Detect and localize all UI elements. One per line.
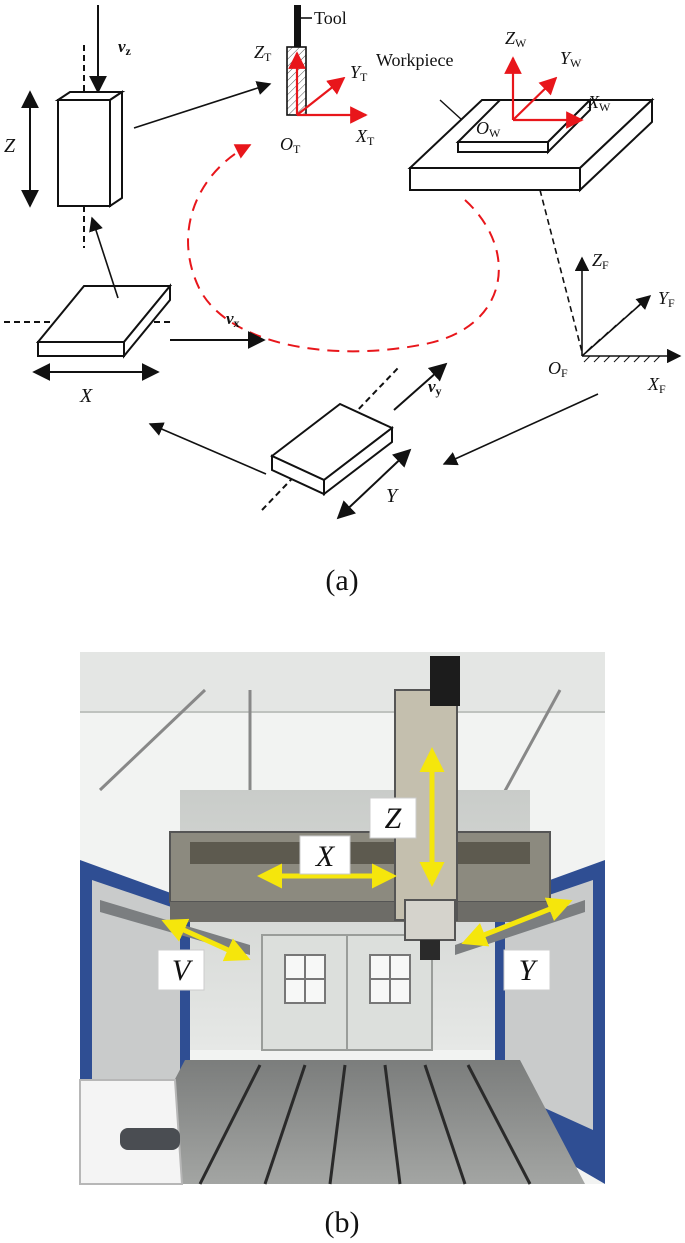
y-axis-block [261, 362, 448, 520]
machine-z-label: Z [385, 802, 402, 835]
xf-label: XF [647, 374, 666, 396]
z-label-box [369, 797, 417, 839]
panel-a-diagram: vz Z Tool ZT YT XT OT [4, 5, 682, 597]
x-label-box [299, 835, 351, 875]
panel-b-photo: Z X V Y [79, 652, 605, 1185]
xw-label: XW [587, 92, 611, 114]
vy-label: vy [428, 377, 442, 398]
yw-label: YW [560, 48, 582, 70]
spindle-head [404, 899, 456, 941]
frame-to-y-arrow [442, 393, 599, 466]
zw-label: ZW [505, 28, 527, 50]
v-motion-arrow [161, 918, 251, 962]
of-label: OF [548, 358, 568, 380]
z-to-tool-arrow [133, 81, 272, 129]
workpiece-frame [504, 56, 584, 129]
y-axis-label: Y [386, 485, 399, 507]
machine-axis-arrows [161, 747, 573, 962]
tool [286, 5, 368, 124]
zt-label: ZT [254, 42, 272, 64]
caption-a: (a) [325, 564, 358, 597]
y-travel-arrow [336, 448, 412, 520]
ot-label: OT [280, 134, 301, 156]
v-label-box [157, 949, 205, 991]
y-motion-arrow [461, 897, 573, 947]
x-axis-block [4, 283, 266, 381]
fixed-frame [574, 256, 682, 364]
vx-label: vx [226, 309, 240, 330]
workpiece-table [407, 97, 655, 193]
x-to-z-arrow [89, 216, 119, 299]
vz-label: vz [118, 37, 132, 58]
zf-label: ZF [592, 250, 609, 272]
y-to-x-arrow [148, 422, 267, 475]
machine-v-label: V [172, 954, 194, 987]
machine-x-label: X [315, 840, 336, 873]
vy-arrow [393, 362, 448, 411]
yf-label: YF [658, 288, 675, 310]
x-axis-label: X [79, 385, 93, 407]
y-label-box [503, 949, 551, 991]
z-axis-label: Z [4, 135, 16, 157]
machine-y-label: Y [519, 954, 539, 987]
xt-label: XT [355, 126, 375, 148]
ow-label: OW [476, 118, 501, 140]
z-axis-block [21, 5, 126, 248]
caption-b: (b) [325, 1206, 360, 1239]
yt-label: YT [350, 62, 368, 84]
machine-table [120, 1060, 585, 1184]
frame-link-dashed [539, 189, 583, 353]
tool-label: Tool [314, 8, 347, 28]
workpiece-label: Workpiece [376, 50, 454, 70]
